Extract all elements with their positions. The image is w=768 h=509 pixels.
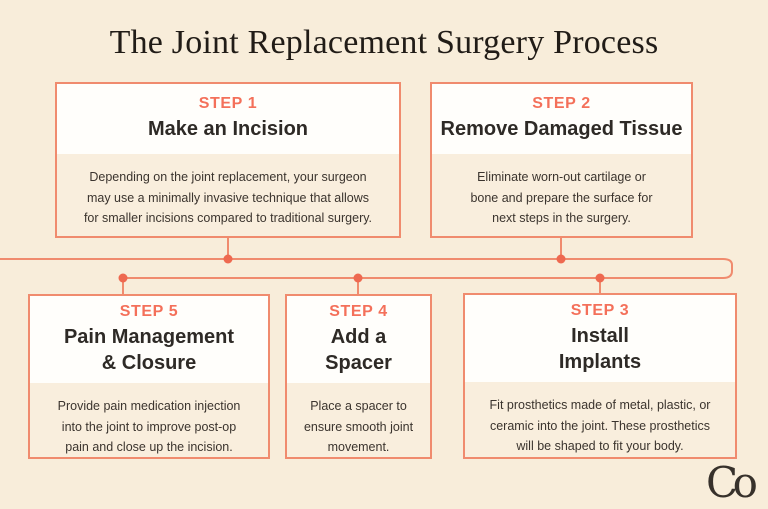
brand-logo-monogram: Co bbox=[706, 458, 758, 507]
step-3-card: STEP 3 Install Implants Fit prosthetics … bbox=[463, 293, 737, 459]
step-2-header: STEP 2 Remove Damaged Tissue bbox=[432, 84, 691, 154]
step-3-header: STEP 3 Install Implants bbox=[465, 295, 735, 382]
step-2-heading: Remove Damaged Tissue bbox=[440, 118, 683, 141]
step-3-description: Fit prosthetics made of metal, plastic, … bbox=[489, 398, 711, 454]
step-1-description: Depending on the joint replacement, your… bbox=[83, 170, 373, 226]
step-1-card: STEP 1 Make an Incision Depending on the… bbox=[55, 82, 401, 238]
step-2-label: STEP 2 bbox=[532, 95, 591, 113]
step-2-card: STEP 2 Remove Damaged Tissue Eliminate w… bbox=[430, 82, 693, 238]
step-5-card: STEP 5 Pain Management & Closure Provide… bbox=[28, 294, 270, 459]
step-5-heading: Pain Management & Closure bbox=[63, 325, 235, 374]
step-3-heading: Install Implants bbox=[558, 324, 642, 373]
step-5-description: Provide pain medication injection into t… bbox=[57, 399, 241, 455]
step-4-card: STEP 4 Add a Spacer Place a spacer to en… bbox=[285, 294, 432, 459]
connector-junction-dots bbox=[118, 254, 605, 283]
page-title: The Joint Replacement Surgery Process bbox=[109, 24, 659, 61]
step-5-label: STEP 5 bbox=[119, 302, 179, 320]
step-1-label: STEP 1 bbox=[198, 95, 258, 113]
step-4-heading: Add a Spacer bbox=[325, 325, 392, 374]
step-4-label: STEP 4 bbox=[329, 302, 388, 320]
step-5-header: STEP 5 Pain Management & Closure bbox=[30, 296, 268, 383]
step-1-header: STEP 1 Make an Incision bbox=[57, 84, 399, 154]
step-3-label: STEP 3 bbox=[570, 301, 630, 319]
step-1-heading: Make an Incision bbox=[147, 118, 309, 141]
step-2-description: Eliminate worn-out cartilage or bone and… bbox=[470, 170, 653, 226]
step-4-description: Place a spacer to ensure smooth joint mo… bbox=[303, 399, 414, 455]
step-4-header: STEP 4 Add a Spacer bbox=[287, 296, 430, 383]
